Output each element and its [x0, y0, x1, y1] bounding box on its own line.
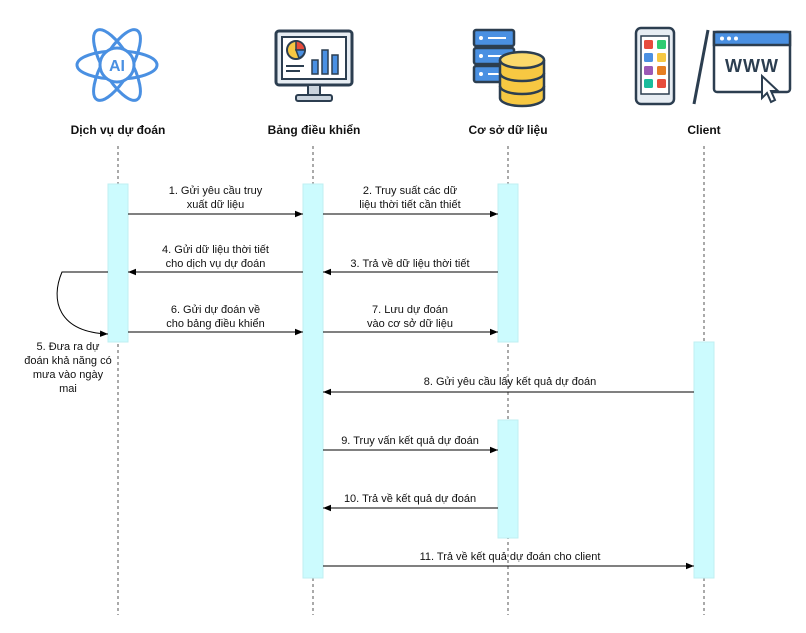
message-10-label: 10. Trả về kết quả dự đoán: [343, 493, 477, 505]
message-9-label: 9. Truy vấn kết quả dự đoán: [341, 435, 479, 447]
message-11-label: 11. Trả về kết quả dự đoán cho client: [419, 551, 601, 563]
svg-text:WWW: WWW: [725, 56, 779, 76]
actor-name-client: Client: [687, 123, 721, 137]
actor-name-prediction-service: Dịch vụ dự đoán: [70, 123, 166, 137]
actor-name-dashboard: Bảng điều khiển: [267, 123, 361, 137]
arrow-msg-5: [56, 271, 109, 337]
actor-name-database: Cơ sở dữ liệu: [468, 123, 548, 137]
activation-prediction-service: [107, 183, 129, 343]
activation-client: [693, 341, 715, 579]
dashboard-monitor-icon: [272, 28, 356, 106]
svg-text:AI: AI: [109, 58, 125, 75]
activation-dashboard: [302, 183, 324, 579]
database-server-icon: [470, 26, 550, 110]
mobile-and-web-icon: WWW: [632, 26, 794, 110]
message-3-label: 3. Trả về dữ liệu thời tiết: [350, 258, 470, 270]
ai-brain-icon: AI: [72, 22, 162, 108]
activation-database-2: [497, 419, 519, 539]
activation-database-1: [497, 183, 519, 343]
message-8-label: 8. Gửi yêu cầu lấy kết quả dự đoán: [423, 376, 597, 388]
